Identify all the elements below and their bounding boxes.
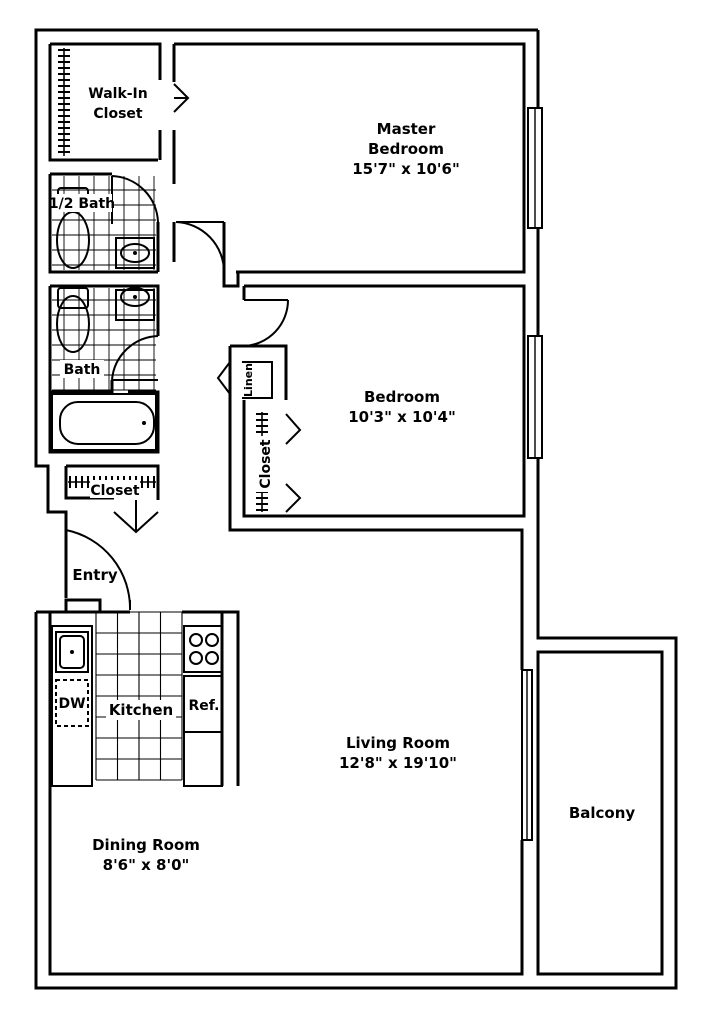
dishwasher-label: DW: [58, 696, 85, 712]
bedroom-label: Bedroom: [364, 388, 440, 406]
stove-icon: [183, 625, 223, 673]
sink-icon: [115, 287, 155, 321]
half-bath-label: 1/2 Bath: [49, 196, 115, 212]
living-room-label: Living Room: [346, 734, 450, 752]
balcony-label: Balcony: [569, 804, 636, 822]
balcony-area: [536, 650, 664, 976]
bedroom-size: 10'3" x 10'4": [348, 408, 456, 426]
dishwasher-icon: [55, 679, 89, 727]
master-bedroom-size: 15'7" x 10'6": [352, 160, 460, 178]
exterior-walls: [34, 28, 678, 990]
master-bedroom-label-line1: Master: [377, 120, 436, 138]
kitchen-label: Kitchen: [109, 701, 173, 719]
labels: Walk-In Closet Master Bedroom 15'7" x 10…: [49, 86, 636, 874]
entry-label: Entry: [72, 566, 117, 584]
bathtub-icon: [51, 393, 157, 451]
master-bedroom-label-line2: Bedroom: [368, 140, 444, 158]
walk-in-closet-label-line2: Closet: [93, 106, 143, 122]
sink-icon: [115, 237, 155, 269]
hall-closet-label: Closet: [90, 483, 140, 499]
bath-label: Bath: [64, 362, 101, 378]
kitchen-sink-icon: [55, 631, 89, 673]
linen-label: Linen: [242, 363, 255, 397]
dining-room-label: Dining Room: [92, 836, 200, 854]
bedroom-closet-label: Closet: [258, 439, 274, 489]
toilet-icon: [56, 287, 90, 353]
dining-room-size: 8'6" x 8'0": [103, 856, 190, 874]
walk-in-closet-label-line1: Walk-In: [88, 86, 148, 102]
living-room-size: 12'8" x 19'10": [339, 754, 457, 772]
windows: [521, 107, 543, 841]
refrigerator-label: Ref.: [189, 698, 220, 714]
doors: [65, 83, 302, 611]
